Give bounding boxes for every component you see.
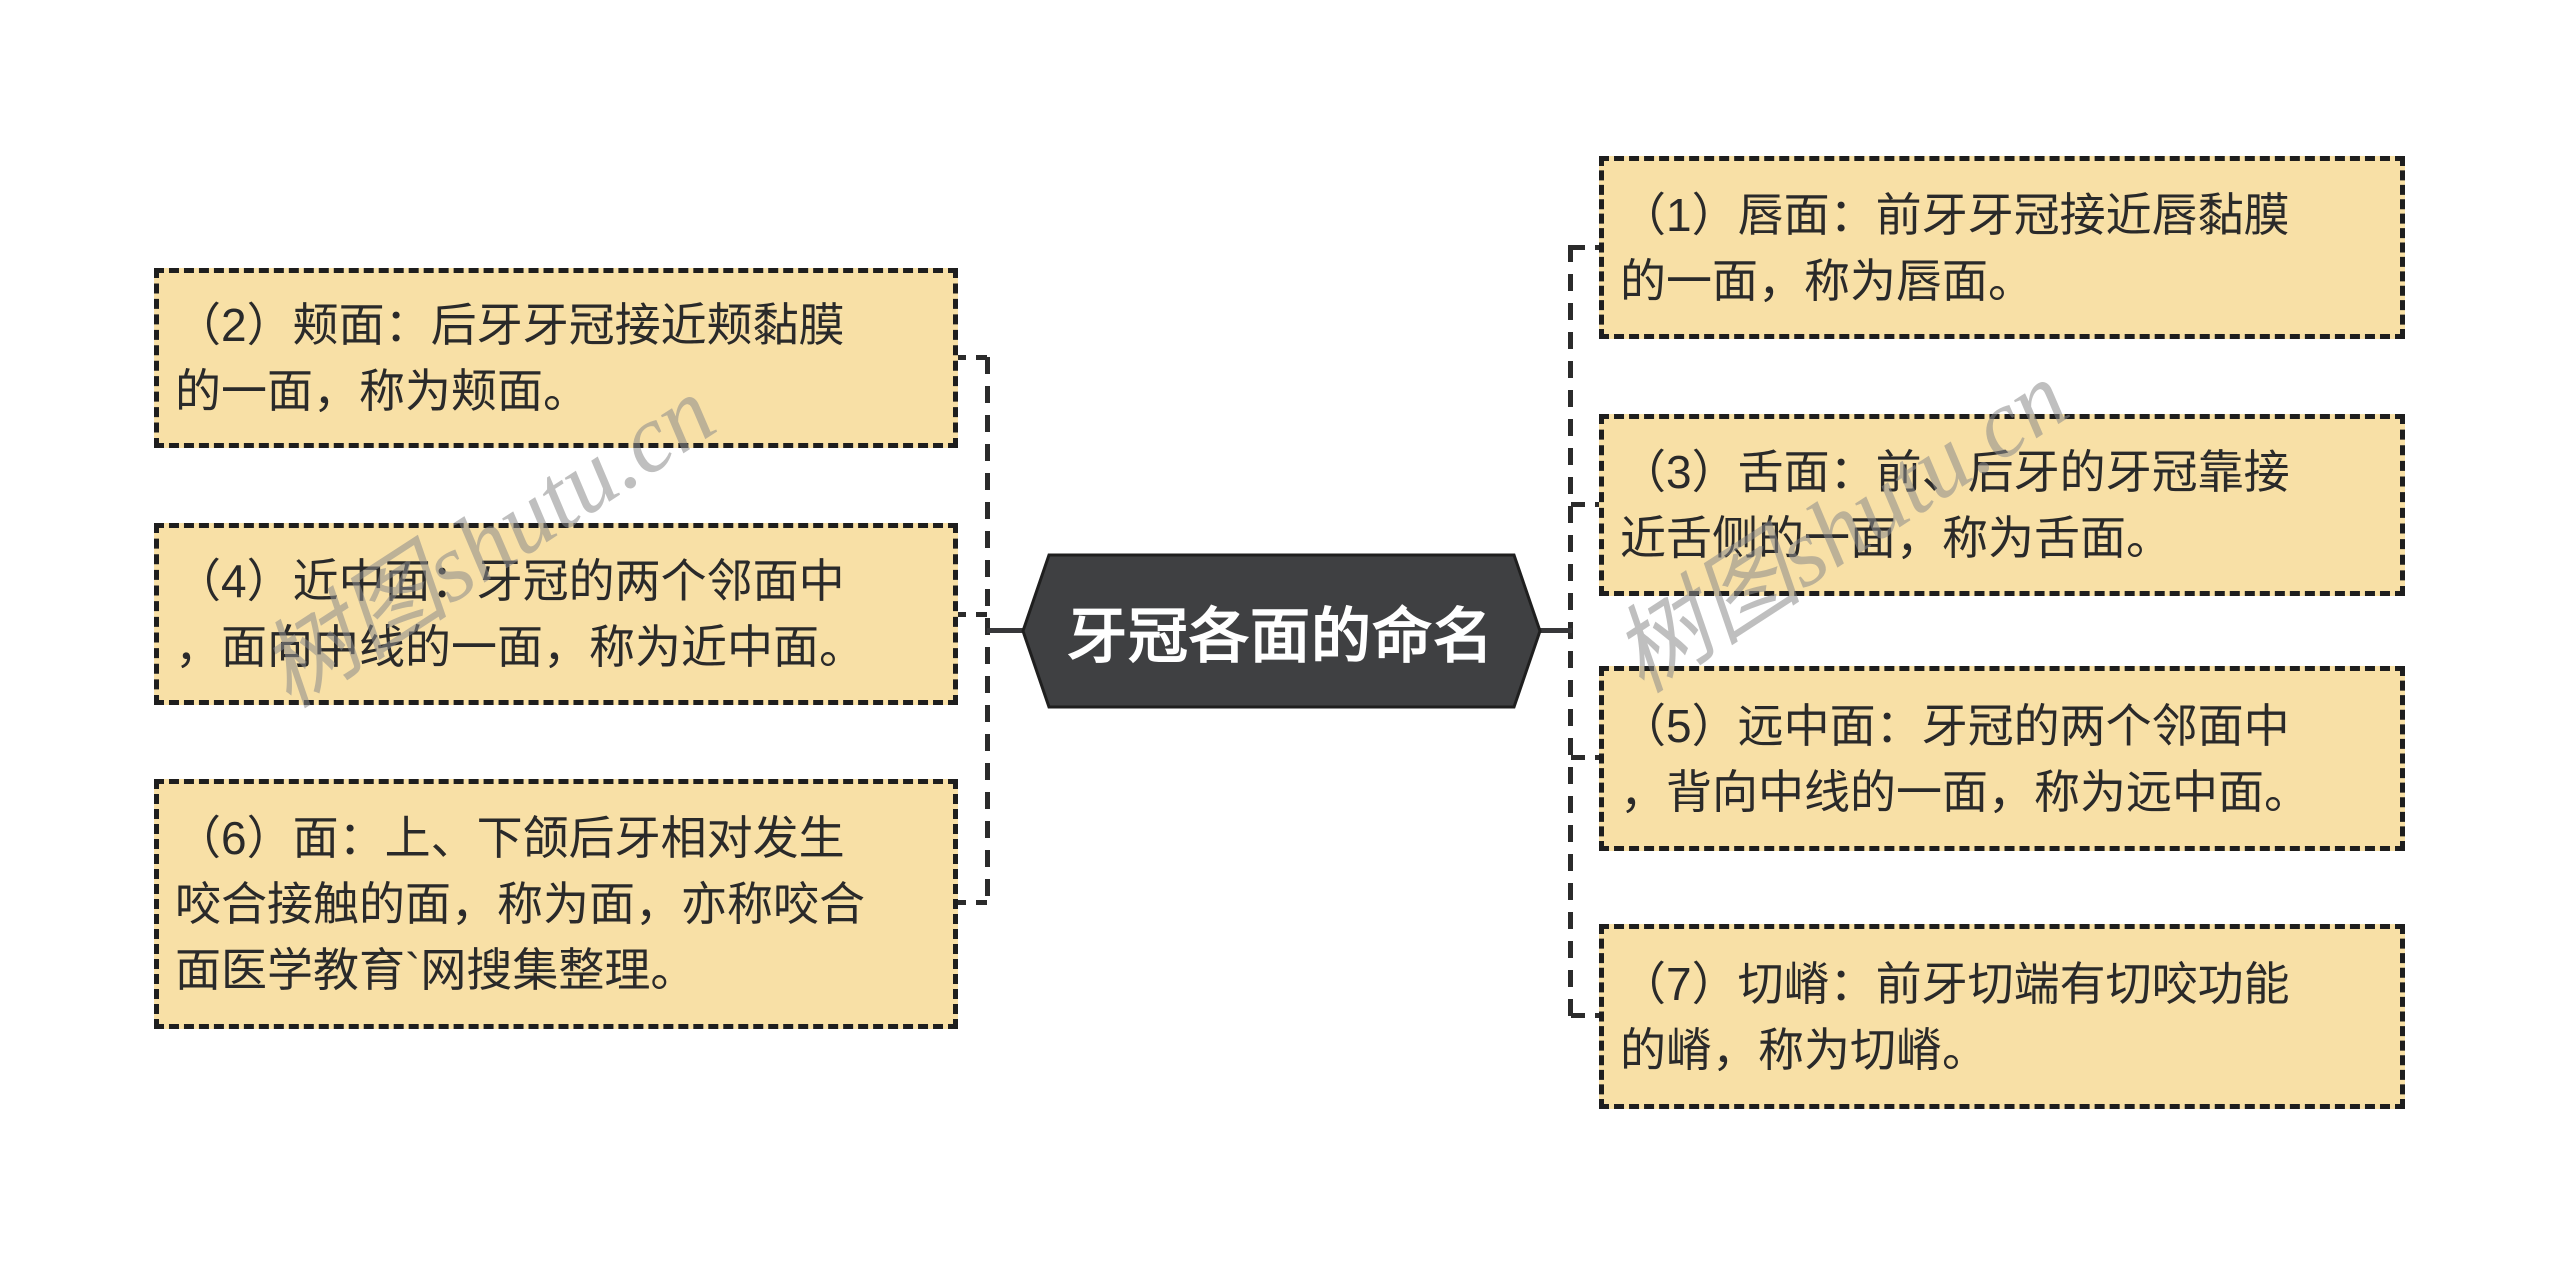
node-text-line: （1）唇面：前牙牙冠接近唇黏膜 bbox=[1620, 188, 2290, 241]
node-lingual-surface[interactable]: （3）舌面：前、后牙的牙冠靠接 近舌侧的一面，称为舌面。 bbox=[1599, 414, 2405, 596]
node-text-line: 面医学教育`网搜集整理。 bbox=[175, 944, 697, 996]
node-mesial-surface[interactable]: （4）近中面：牙冠的两个邻面中 ，面向中线的一面，称为近中面。 bbox=[154, 523, 958, 705]
node-text-line: ，面向中线的一面，称为近中面。 bbox=[175, 621, 865, 673]
connector-stub-node-6 bbox=[952, 900, 987, 905]
node-text-line: （3）舌面：前、后牙的牙冠靠接 bbox=[1620, 446, 2290, 498]
center-hexagon-shape bbox=[1021, 553, 1542, 709]
connector-stub-node-1 bbox=[1571, 245, 1603, 250]
node-text-line: ，背向中线的一面，称为远中面。 bbox=[1620, 765, 2310, 818]
connector-stub-node-7 bbox=[1571, 1013, 1603, 1018]
node-labial-surface[interactable]: （1）唇面：前牙牙冠接近唇黏膜 的一面，称为唇面。 bbox=[1599, 156, 2405, 339]
node-occlusal-surface[interactable]: （6）面：上、下颌后牙相对发生 咬合接触的面，称为面，亦称咬合 面医学教育`网搜… bbox=[154, 779, 958, 1029]
center-node[interactable]: 牙冠各面的命名 bbox=[1019, 551, 1542, 711]
connector-stub-node-2 bbox=[952, 355, 987, 360]
node-text-line: （7）切嵴：前牙切端有切咬功能 bbox=[1620, 957, 2290, 1010]
node-text-line: 近舌侧的一面，称为舌面。 bbox=[1620, 512, 2172, 564]
node-text-line: （2）颊面：后牙牙冠接近颊黏膜 bbox=[175, 299, 845, 351]
connector-stub-node-5 bbox=[1571, 755, 1603, 760]
connector-stub-node-4 bbox=[952, 612, 987, 617]
node-incisal-ridge[interactable]: （7）切嵴：前牙切端有切咬功能 的嵴，称为切嵴。 bbox=[1599, 924, 2405, 1109]
node-text-line: （6）面：上、下颌后牙相对发生 bbox=[175, 812, 845, 864]
connector-stub-node-3 bbox=[1571, 502, 1603, 507]
center-node-title: 牙冠各面的命名 bbox=[1067, 602, 1494, 670]
node-text-line: （5）远中面：牙冠的两个邻面中 bbox=[1620, 699, 2290, 752]
node-distal-surface[interactable]: （5）远中面：牙冠的两个邻面中 ，背向中线的一面，称为远中面。 bbox=[1599, 666, 2405, 851]
connector-left-to-center bbox=[987, 628, 1025, 633]
node-text-line: （4）近中面：牙冠的两个邻面中 bbox=[175, 555, 845, 607]
node-text-line: 咬合接触的面，称为面，亦称咬合 bbox=[175, 878, 865, 930]
node-text-line: 的嵴，称为切嵴。 bbox=[1620, 1023, 1988, 1076]
node-text-line: 的一面，称为唇面。 bbox=[1620, 254, 2034, 307]
node-text-line: 的一面，称为颊面。 bbox=[175, 365, 589, 417]
connector-center-to-right bbox=[1536, 628, 1572, 633]
node-buccal-surface[interactable]: （2）颊面：后牙牙冠接近颊黏膜 的一面，称为颊面。 bbox=[154, 268, 958, 448]
